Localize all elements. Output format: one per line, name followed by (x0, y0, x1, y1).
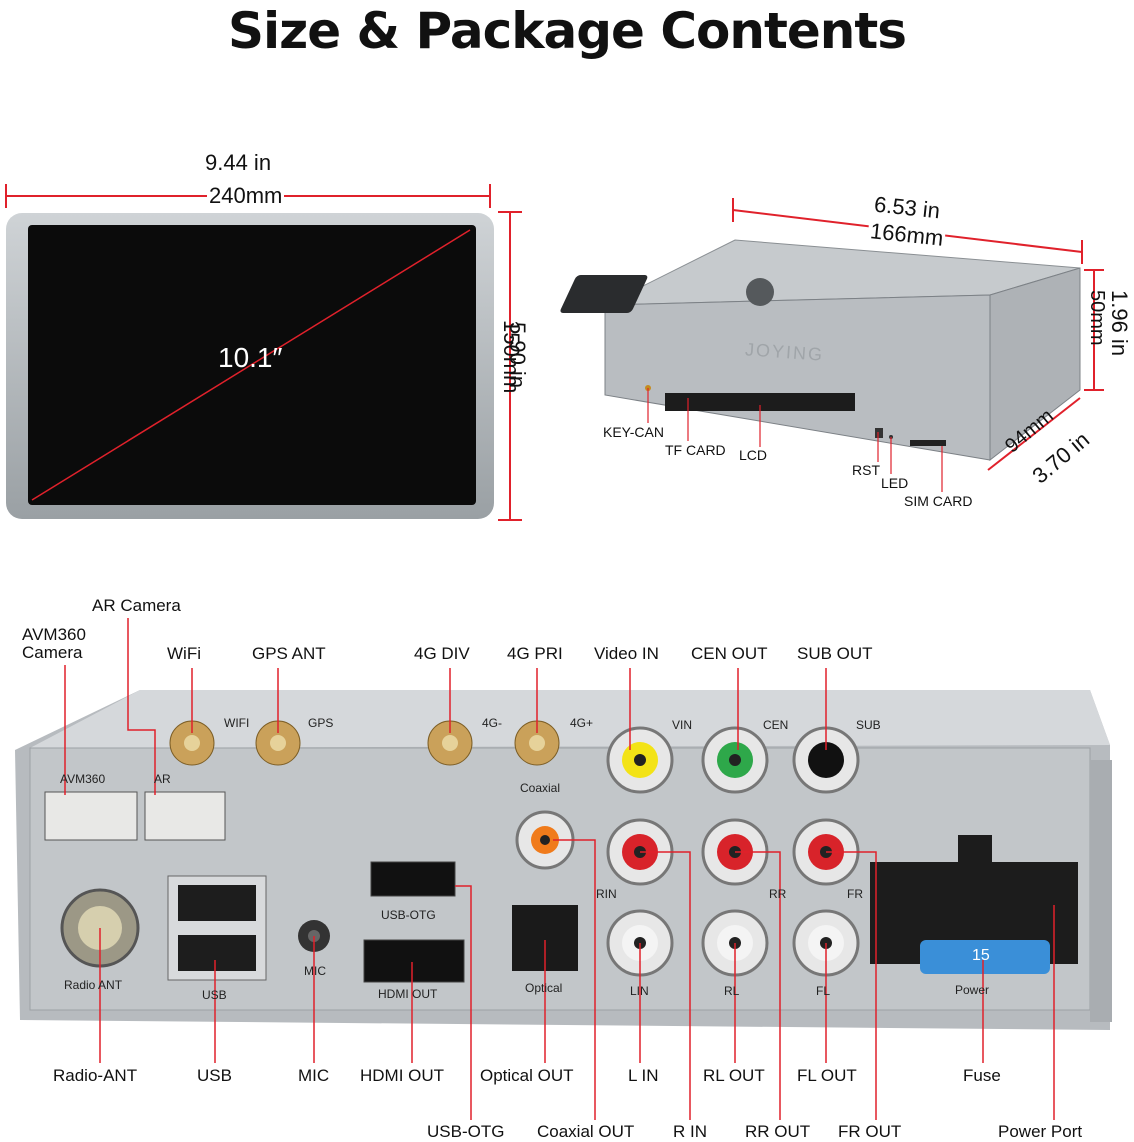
silk-ar: AR (154, 772, 171, 786)
label-cen-out: CEN OUT (691, 644, 768, 663)
silk-4g-plus: 4G+ (570, 716, 594, 730)
label-tf-card: TF CARD (665, 442, 726, 458)
silk-gps: GPS (308, 716, 334, 730)
screen-width-in: 9.44 in (205, 150, 272, 175)
label-hdmi-out: HDMI OUT (360, 1066, 445, 1085)
silk-sub: SUB (856, 718, 881, 732)
fuse-rating: 15 (972, 947, 990, 964)
label-wifi: WiFi (167, 644, 201, 663)
label-power-port: Power Port (998, 1122, 1083, 1141)
silk-wifi: WIFI (224, 716, 250, 730)
label-rr-out: RR OUT (745, 1122, 811, 1141)
label-gps-ant: GPS ANT (252, 644, 326, 663)
label-4g-div: 4G DIV (414, 644, 470, 663)
label-coaxial-out: Coaxial OUT (537, 1122, 635, 1141)
box-height-in: 1.96 in (1107, 290, 1132, 357)
silk-power: Power (955, 983, 990, 997)
silk-4g-minus: 4G- (482, 716, 503, 730)
label-l-in: L IN (628, 1066, 659, 1085)
label-radio-ant: Radio-ANT (53, 1066, 138, 1085)
module-box (560, 239, 1081, 462)
silk-usb: USB (202, 988, 227, 1002)
label-video-in: Video IN (594, 644, 659, 663)
silk-avm360: AVM360 (60, 772, 106, 786)
label-fr-out: FR OUT (838, 1122, 902, 1141)
silk-rl: RL (724, 984, 740, 998)
label-mic: MIC (298, 1066, 330, 1085)
silk-mic: MIC (304, 964, 326, 978)
label-rl-out: RL OUT (703, 1066, 765, 1085)
label-sim-card: SIM CARD (904, 493, 973, 509)
label-r-in: R IN (673, 1122, 707, 1141)
silk-cen: CEN (763, 718, 789, 732)
label-led: LED (881, 475, 909, 491)
connectors (44, 720, 1078, 983)
label-avm360: AVM360 Camera (22, 625, 86, 662)
box-height-mm: 50mm (1086, 290, 1108, 346)
label-lcd: LCD (739, 447, 768, 463)
label-fl-out: FL OUT (797, 1066, 857, 1085)
screen-height-mm: 150mm (499, 320, 524, 394)
silk-hdmi-out: HDMI OUT (378, 987, 438, 1001)
silk-usb-otg: USB-OTG (381, 908, 436, 922)
label-4g-pri: 4G PRI (507, 644, 563, 663)
screen-width-mm: 240mm (207, 183, 285, 209)
label-key-can: KEY-CAN (603, 424, 664, 440)
silk-fl: FL (816, 984, 831, 998)
silk-rr: RR (769, 887, 787, 901)
panel-leaders (64, 618, 1055, 1120)
screen-diagonal-label: 10.1″ (218, 342, 283, 373)
box-depth-line (987, 397, 1081, 471)
silk-radio-ant: Radio ANT (64, 978, 123, 992)
label-usb-otg: USB-OTG (427, 1122, 505, 1141)
label-fuse: Fuse (963, 1066, 1001, 1085)
label-usb: USB (197, 1066, 232, 1085)
silk-rin: RIN (596, 887, 617, 901)
label-sub-out: SUB OUT (797, 644, 873, 663)
screen-diagonal-line (31, 229, 471, 501)
label-rst: RST (852, 462, 880, 478)
silk-coaxial: Coaxial (520, 781, 561, 795)
silk-vin: VIN (672, 718, 693, 732)
page-title: Size & Package Contents (227, 2, 907, 60)
label-ar-camera: AR Camera (92, 596, 181, 615)
silk-fr: FR (847, 887, 863, 901)
silk-optical: Optical (525, 981, 563, 995)
label-optical-out: Optical OUT (480, 1066, 574, 1085)
silk-lin: LIN (630, 984, 649, 998)
